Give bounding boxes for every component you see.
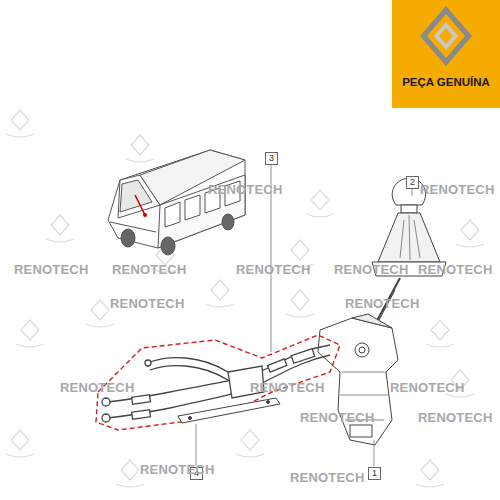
logo-watermark <box>306 190 334 217</box>
callout-number: 3 <box>265 152 278 165</box>
watermark-text: RENOTECH <box>110 296 185 311</box>
watermark-text: RENOTECH <box>290 470 365 485</box>
logo-watermark <box>126 135 154 162</box>
logo-watermark <box>286 290 314 317</box>
renault-logo <box>392 0 500 108</box>
leader-lines <box>196 164 412 466</box>
watermark-text: RENOTECH <box>418 262 493 277</box>
logo-watermark <box>456 220 484 247</box>
callout-number: 1 <box>368 467 381 480</box>
logo-watermark <box>46 215 74 242</box>
watermark-text: RENOTECH <box>390 380 465 395</box>
logo-watermark <box>236 430 264 457</box>
watermark-text: RENOTECH <box>418 410 493 425</box>
van-illustration <box>108 150 245 255</box>
logo-watermark <box>426 320 454 347</box>
logo-watermark <box>6 110 34 137</box>
watermark-text: RENOTECH <box>208 182 283 197</box>
logo-watermark <box>416 460 444 487</box>
watermark-text: RENOTECH <box>420 182 495 197</box>
watermark-text: RENOTECH <box>140 462 215 477</box>
genuine-part-badge: PEÇA GENUÍNA <box>392 0 500 108</box>
bracket <box>178 398 280 423</box>
gear-cables <box>102 345 330 422</box>
watermark-text: RENOTECH <box>60 380 135 395</box>
logo-watermark <box>16 320 44 347</box>
logo-watermark <box>206 280 234 307</box>
watermark-text: RENOTECH <box>236 262 311 277</box>
badge-text: PEÇA GENUÍNA <box>392 76 500 88</box>
watermark-text: RENOTECH <box>14 262 89 277</box>
logo-watermark <box>6 430 34 457</box>
logo-watermark <box>86 300 114 327</box>
watermark-text: RENOTECH <box>345 296 420 311</box>
logo-watermark <box>116 460 144 487</box>
watermark-text: RENOTECH <box>334 262 409 277</box>
watermark-text: RENOTECH <box>250 380 325 395</box>
watermark-text: RENOTECH <box>112 262 187 277</box>
callout-number: 2 <box>406 176 419 189</box>
watermark-text: RENOTECH <box>300 410 375 425</box>
